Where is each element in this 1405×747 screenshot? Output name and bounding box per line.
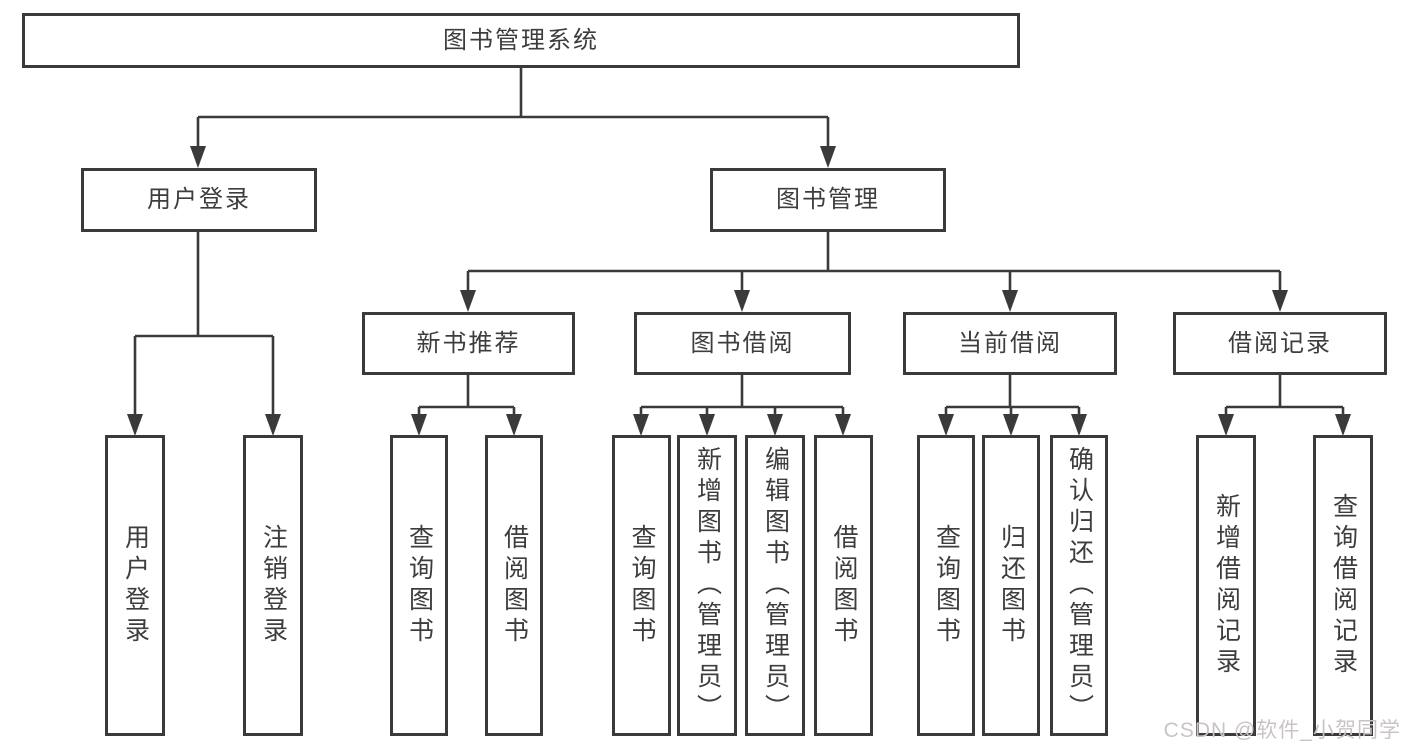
leaf-borrow-books: 借阅图书 [814, 435, 873, 736]
csdn-watermark: CSDN @软件_小贺同学 [1163, 719, 1401, 742]
connector-book-mgmt-to-level3 [466, 232, 1282, 291]
leaf-label: 归还图书 [997, 523, 1026, 648]
leaf-label: 注销登录 [259, 523, 288, 648]
connector-new-book-to-leaves [417, 375, 516, 414]
leaf-query-books: 查询图书 [917, 435, 975, 736]
node-borrowing-records: 借阅记录 [1173, 312, 1387, 375]
arrow-down-icon [699, 414, 715, 436]
arrow-down-icon [820, 146, 836, 168]
connector-book-borrow-to-leaves [639, 375, 845, 414]
leaf-label: 确认归还（管理员） [1065, 446, 1094, 725]
leaf-label: 编辑图书（管理员） [761, 446, 790, 725]
leaf-logout: 注销登录 [243, 435, 303, 736]
arrow-down-icon [1003, 414, 1019, 436]
leaf-label: 新增借阅记录 [1212, 492, 1241, 679]
arrow-down-icon [265, 414, 281, 436]
arrow-down-icon [506, 414, 522, 436]
arrow-down-icon [1002, 290, 1018, 312]
leaf-label: 用户登录 [121, 523, 150, 648]
arrow-down-icon [1272, 290, 1288, 312]
leaf-query-books: 查询图书 [612, 435, 671, 736]
leaf-add-borrow-record: 新增借阅记录 [1196, 435, 1256, 736]
node-user-login: 用户登录 [81, 168, 317, 232]
connector-borrow-rec-to-leaves [1224, 375, 1345, 414]
arrow-down-icon [1335, 414, 1351, 436]
node-book-management: 图书管理 [710, 168, 946, 232]
node-current-borrowing: 当前借阅 [903, 312, 1117, 375]
arrow-down-icon [127, 414, 143, 436]
arrow-down-icon [460, 290, 476, 312]
leaf-label: 查询图书 [405, 523, 434, 648]
arrow-down-icon [835, 414, 851, 436]
arrow-down-icon [190, 146, 206, 168]
node-new-book-recommendation: 新书推荐 [362, 312, 575, 375]
leaf-confirm-return-admin: 确认归还（管理员） [1050, 435, 1108, 736]
arrow-down-icon [1071, 414, 1087, 436]
node-label: 图书管理系统 [443, 26, 599, 54]
connector-lines [133, 68, 1345, 414]
leaf-add-books-admin: 新增图书（管理员） [677, 435, 737, 736]
leaf-label: 借阅图书 [500, 523, 529, 648]
leaf-borrow-books: 借阅图书 [485, 435, 543, 736]
node-label: 图书借阅 [690, 329, 795, 357]
connector-user-login-to-leaves [133, 232, 275, 414]
node-book-borrowing: 图书借阅 [634, 312, 851, 375]
node-label: 借阅记录 [1228, 329, 1332, 357]
node-label: 当前借阅 [958, 329, 1062, 357]
leaf-query-books: 查询图书 [390, 435, 448, 736]
leaf-user-login: 用户登录 [105, 435, 165, 736]
arrow-down-icon [938, 414, 954, 436]
arrow-down-icon [1218, 414, 1234, 436]
leaf-label: 查询借阅记录 [1329, 492, 1358, 679]
arrow-down-icon [633, 414, 649, 436]
connector-cur-borrow-to-leaves [944, 375, 1081, 414]
leaf-return-books: 归还图书 [982, 435, 1040, 736]
connector-root-to-level2 [196, 68, 830, 147]
node-root-book-management-system: 图书管理系统 [22, 13, 1020, 68]
leaf-label: 查询图书 [628, 523, 656, 648]
leaf-label: 借阅图书 [830, 523, 858, 648]
node-label: 新书推荐 [416, 329, 521, 357]
leaf-label: 新增图书（管理员） [693, 446, 722, 725]
node-label: 用户登录 [147, 186, 251, 213]
leaf-query-borrow-record: 查询借阅记录 [1313, 435, 1373, 736]
leaf-edit-books-admin: 编辑图书（管理员） [745, 435, 805, 736]
arrow-down-icon [734, 290, 750, 312]
node-label: 图书管理 [776, 186, 880, 213]
leaf-label: 查询图书 [932, 523, 961, 648]
arrow-down-icon [767, 414, 783, 436]
arrow-down-icon [411, 414, 427, 436]
